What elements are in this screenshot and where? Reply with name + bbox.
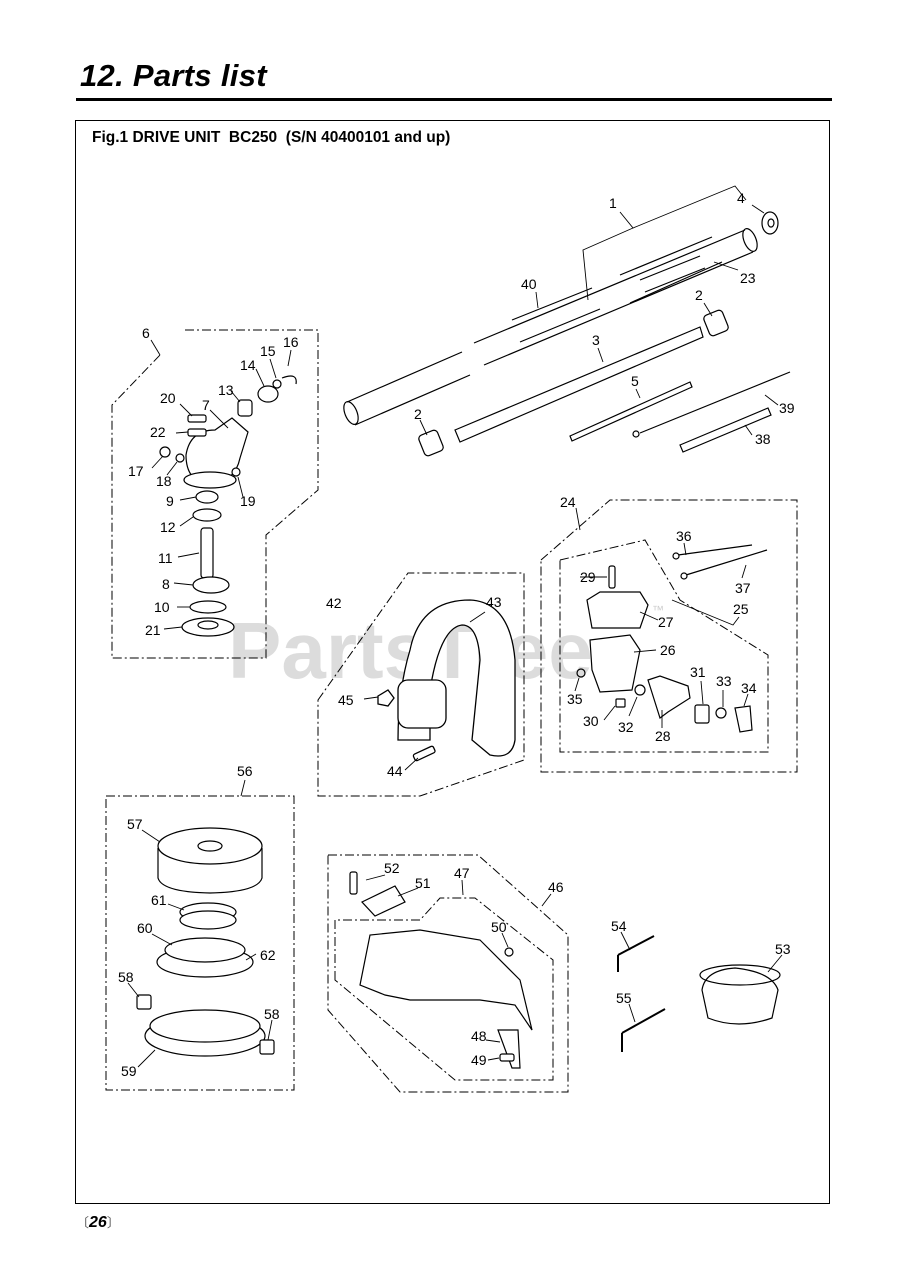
callout-6: 6 [142,325,150,341]
callout-46: 46 [548,879,564,895]
callout-56: 56 [237,763,253,779]
callout-2: 2 [414,406,422,422]
callout-2: 2 [695,287,703,303]
drive-parts [418,211,791,457]
callout-58: 58 [118,969,134,985]
shield-parts [349,871,533,1069]
callout-62: 62 [260,947,276,963]
callout-26: 26 [660,642,676,658]
callout-42: 42 [326,595,342,611]
callout-52: 52 [384,860,400,876]
throttle-parts [576,544,768,733]
callout-50: 50 [491,919,507,935]
callout-33: 33 [716,673,732,689]
callout-20: 20 [160,390,176,406]
handle-parts [377,599,516,762]
figure-frame [75,120,830,1204]
callout-19: 19 [240,493,256,509]
cutting-head-parts [136,827,275,1057]
callout-61: 61 [151,892,167,908]
callout-48: 48 [471,1028,487,1044]
callout-1: 1 [609,195,617,211]
callout-30: 30 [583,713,599,729]
callout-25: 25 [733,601,749,617]
figure-caption: Fig.1 DRIVE UNIT BC250 (S/N 40400101 and… [92,129,451,146]
tool-parts [617,935,781,1052]
callout-34: 34 [741,680,757,696]
drive-pipe [343,228,758,426]
callout-53: 53 [775,941,791,957]
callout-60: 60 [137,920,153,936]
callout-59: 59 [121,1063,137,1079]
callout-36: 36 [676,528,692,544]
callout-11: 11 [158,550,173,566]
callout-38: 38 [755,431,771,447]
callout-12: 12 [160,519,176,535]
callout-55: 55 [616,990,632,1006]
title-rule [76,98,832,101]
page-number: 〔26〕 [76,1212,120,1232]
leader-lines [127,185,783,1068]
page-number-bracket-open: 〔 [76,1215,90,1230]
callout-4: 4 [737,190,745,206]
callouts: 1 2 2 3 4 5 6 7 8 9 10 11 12 13 14 15 16… [118,190,795,1079]
callout-8: 8 [162,576,170,592]
callout-27: 27 [658,614,674,630]
callout-16: 16 [283,334,299,350]
callout-17: 17 [128,463,144,479]
callout-24: 24 [560,494,576,510]
watermark-trademark: ™ [652,603,664,617]
callout-22: 22 [150,424,166,440]
callout-37: 37 [735,580,751,596]
callout-9: 9 [166,493,174,509]
callout-23: 23 [740,270,756,286]
page-number-bracket-close: 〕 [106,1215,120,1230]
callout-13: 13 [218,382,234,398]
callout-39: 39 [779,400,795,416]
callout-51: 51 [415,875,431,891]
callout-54: 54 [611,918,627,934]
callout-18: 18 [156,473,172,489]
callout-45: 45 [338,692,354,708]
page-title: 12. Parts list [80,58,267,93]
callout-40: 40 [521,276,537,292]
callout-15: 15 [260,343,276,359]
callout-43: 43 [486,594,502,610]
callout-29: 29 [580,569,596,585]
page-number-value: 26 [89,1214,107,1231]
group-outlines [105,329,798,1093]
callout-28: 28 [655,728,671,744]
callout-32: 32 [618,719,634,735]
callout-44: 44 [387,763,403,779]
callout-10: 10 [154,599,170,615]
callout-14: 14 [240,357,256,373]
gear-case-parts [159,375,297,637]
callout-5: 5 [631,373,639,389]
callout-7: 7 [202,397,210,413]
callout-21: 21 [145,622,161,638]
callout-49: 49 [471,1052,487,1068]
callout-35: 35 [567,691,583,707]
callout-58: 58 [264,1006,280,1022]
callout-47: 47 [454,865,470,881]
callout-57: 57 [127,816,143,832]
callout-3: 3 [592,332,600,348]
callout-31: 31 [690,664,706,680]
